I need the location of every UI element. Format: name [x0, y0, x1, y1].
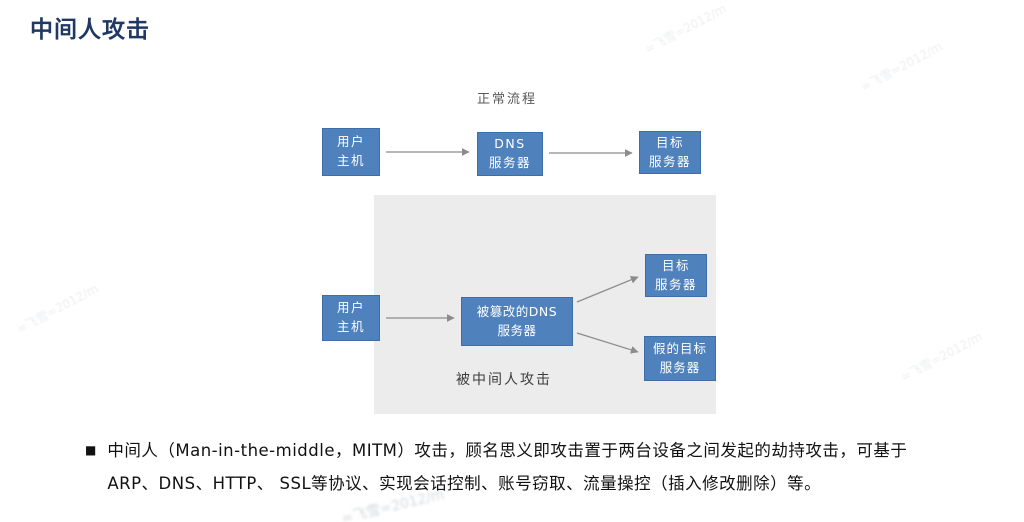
node-label-line: 被篡改的DNS — [476, 303, 558, 319]
node-label-line: 目标 — [661, 257, 690, 273]
node-label-line: 服务器 — [648, 153, 691, 169]
node-user-host-normal: 用户 主机 — [322, 128, 380, 176]
node-label-line: 服务器 — [654, 276, 697, 292]
node-target-server-normal: 目标 服务器 — [639, 131, 701, 174]
node-label-line: 主机 — [336, 153, 365, 168]
node-label-line: 服务器 — [488, 155, 531, 170]
bullet-marker: ■ — [85, 443, 97, 457]
notes-line-1: 中间人（Man-in-the-middle，MITM）攻击，顾名思义即攻击置于两… — [107, 441, 908, 460]
page-title: 中间人攻击 — [30, 17, 150, 43]
node-user-host-attacked: 用户 主机 — [322, 295, 380, 341]
notes-block: ■ 中间人（Man-in-the-middle，MITM）攻击，顾名思义即攻击置… — [85, 434, 1000, 500]
watermark: =飞雪=2012/m — [14, 281, 101, 337]
watermark: =飞雪=2012/m — [858, 39, 945, 95]
node-dns-server: DNS 服务器 — [477, 132, 543, 176]
watermark: =飞雪=2012/m — [642, 1, 729, 57]
notes-text: 中间人（Man-in-the-middle，MITM）攻击，顾名思义即攻击置于两… — [107, 434, 907, 500]
node-tampered-dns-server: 被篡改的DNS 服务器 — [461, 297, 573, 346]
node-fake-target-server: 假的目标 服务器 — [644, 336, 716, 381]
node-label-line: DNS — [494, 136, 526, 152]
notes-line-2: ARP、DNS、HTTP、 SSL等协议、实现会话控制、账号窃取、流量操控（插入… — [107, 474, 822, 493]
attacked-flow-label: 被中间人攻击 — [456, 372, 552, 388]
normal-flow-label: 正常流程 — [477, 92, 538, 107]
node-label-line: 用户 — [336, 134, 365, 150]
node-label-line: 主机 — [336, 319, 365, 334]
node-label-line: 服务器 — [497, 322, 537, 338]
node-label-line: 目标 — [655, 134, 684, 150]
node-target-server-attacked: 目标 服务器 — [645, 254, 707, 297]
watermark: =飞雪=2012/m — [898, 329, 985, 385]
node-label-line: 用户 — [336, 300, 365, 316]
node-label-line: 服务器 — [659, 359, 701, 375]
node-label-line: 假的目标 — [652, 340, 707, 356]
